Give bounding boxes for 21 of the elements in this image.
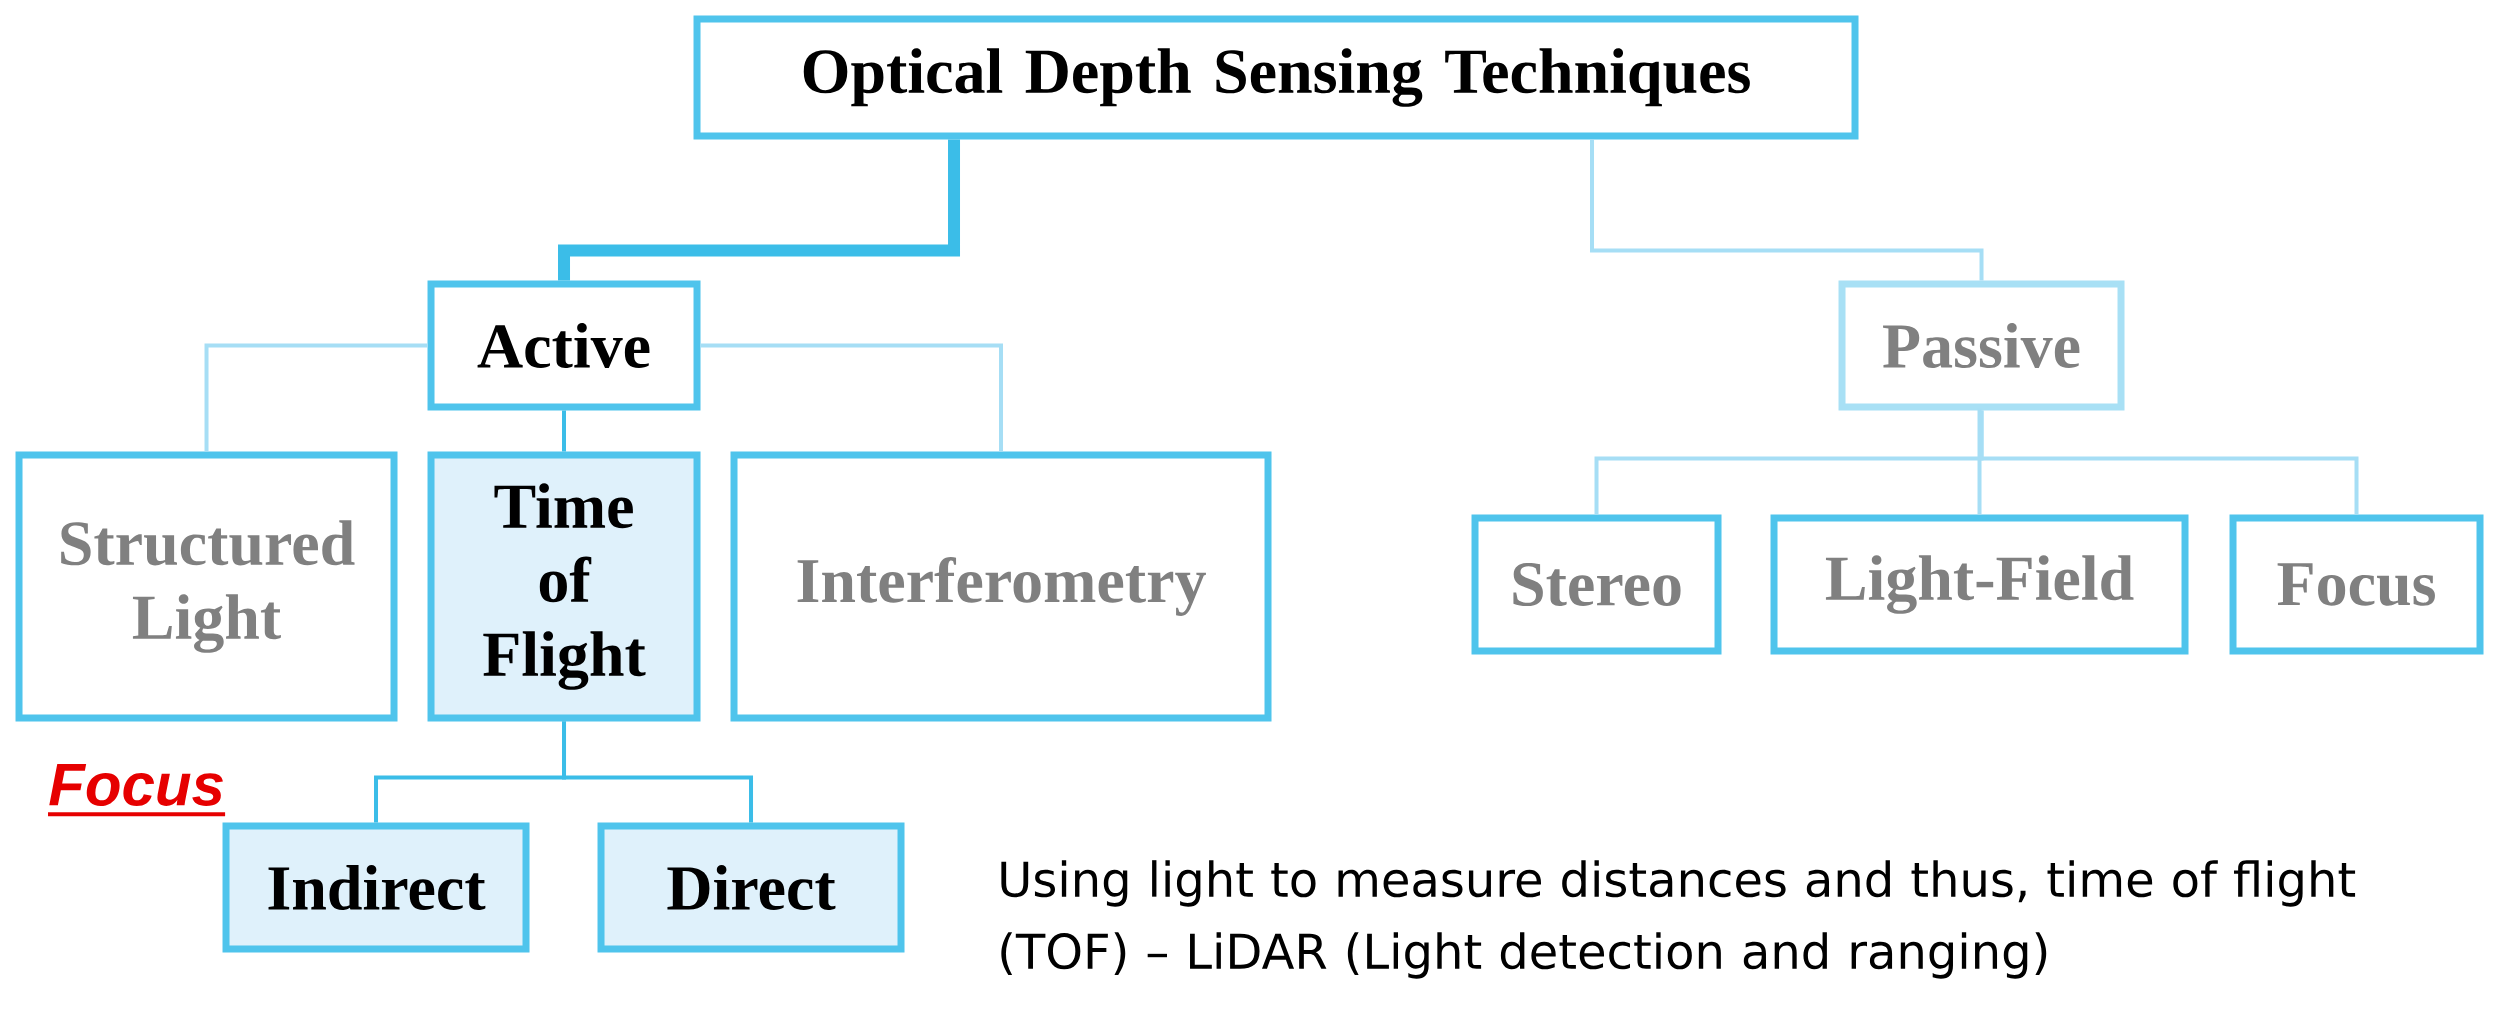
category-box: Stereo [1471, 514, 1722, 655]
connector-line [562, 410, 566, 452]
category-box: Indirect [222, 822, 530, 953]
category-box: Passive [1838, 280, 2125, 411]
connector-line [1590, 139, 1984, 281]
connector-line [700, 343, 1003, 452]
connector-line [204, 343, 428, 452]
connector-line [1977, 408, 1983, 515]
connector-line [562, 721, 753, 823]
category-box: Interferometry [730, 451, 1272, 722]
category-box: Time of Flight [427, 451, 701, 722]
category-box: Light-Field [1770, 514, 2189, 655]
focus-label: Focus [48, 764, 226, 817]
category-box: Focus [2229, 514, 2484, 655]
connector-line [558, 139, 960, 281]
category-box: Structured Light [15, 451, 398, 722]
category-box: Direct [597, 822, 905, 953]
description-text: Using light to measure distances and thus, time of flight (TOF) – LiDAR (Light detection and ranging) [1001, 860, 2356, 979]
category-box: Active [427, 280, 701, 411]
connector-line [1979, 410, 2359, 515]
title-box: Optical Depth Sensing Techniques [693, 15, 1859, 140]
